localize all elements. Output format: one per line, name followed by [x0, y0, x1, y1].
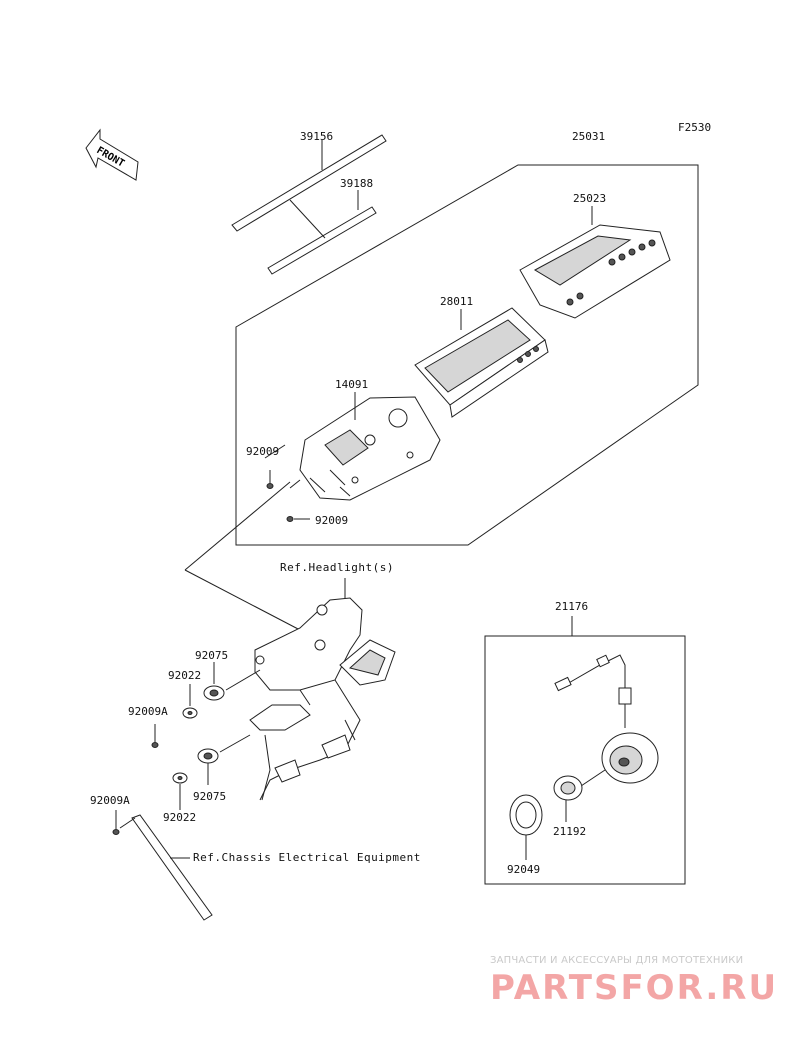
label-92049: 92049: [507, 863, 541, 876]
part-92049-seal: [509, 794, 543, 836]
label-92022-b: 92022: [163, 811, 197, 824]
label-92075-b: 92075: [193, 790, 227, 803]
ref-chassis: Ref.Chassis Electrical Equipment: [193, 851, 421, 864]
part-21176-gear-housing: [574, 732, 659, 791]
label-28011: 28011: [440, 295, 474, 308]
front-arrow-icon: FRONT: [85, 128, 139, 181]
part-92022-washer-a: [182, 707, 198, 719]
part-21192-drive: [553, 775, 583, 801]
label-92009-a: 92009: [246, 445, 280, 458]
label-14091: 14091: [335, 378, 369, 391]
kit-box-21176: [484, 635, 686, 885]
watermark-brand-logo: PARTSFOR.RU: [490, 968, 779, 1008]
label-25031: 25031: [572, 130, 606, 143]
label-92009A-b: 92009A: [90, 794, 130, 807]
part-92009A-bolt-a: [151, 724, 159, 748]
part-28011-meter-unit: [414, 307, 549, 418]
figure-code: F2530: [678, 121, 712, 134]
chassis-bar: [131, 814, 213, 921]
label-25023: 25023: [573, 192, 607, 205]
part-39156-film: [231, 134, 387, 232]
part-21176-cable: [554, 654, 632, 728]
part-92022-washer-b: [172, 772, 188, 784]
part-92009-screw-b: [286, 516, 310, 522]
part-92075-grommet-a: [203, 685, 225, 701]
label-92009-b: 92009: [315, 514, 349, 527]
label-92075-a: 92075: [195, 649, 229, 662]
label-39156: 39156: [300, 130, 334, 143]
label-92022-a: 92022: [168, 669, 202, 682]
bracket-assembly: [249, 597, 396, 801]
part-25023-cover: [519, 224, 671, 319]
ref-headlight: Ref.Headlight(s): [280, 561, 394, 574]
label-39188: 39188: [340, 177, 374, 190]
part-39188-strip: [267, 206, 377, 275]
assembly-box-25031: [235, 164, 699, 546]
part-14091-case: [299, 396, 441, 501]
part-92075-grommet-b: [197, 748, 219, 764]
label-21192: 21192: [553, 825, 587, 838]
label-92009A-a: 92009A: [128, 705, 168, 718]
label-21176: 21176: [555, 600, 589, 613]
part-92009-screw-a: [264, 444, 286, 489]
watermark-tagline: ЗАПЧАСТИ И АКСЕССУАРЫ ДЛЯ МОТОТЕХНИКИ: [490, 955, 744, 966]
part-92009A-bolt-b: [112, 810, 120, 835]
